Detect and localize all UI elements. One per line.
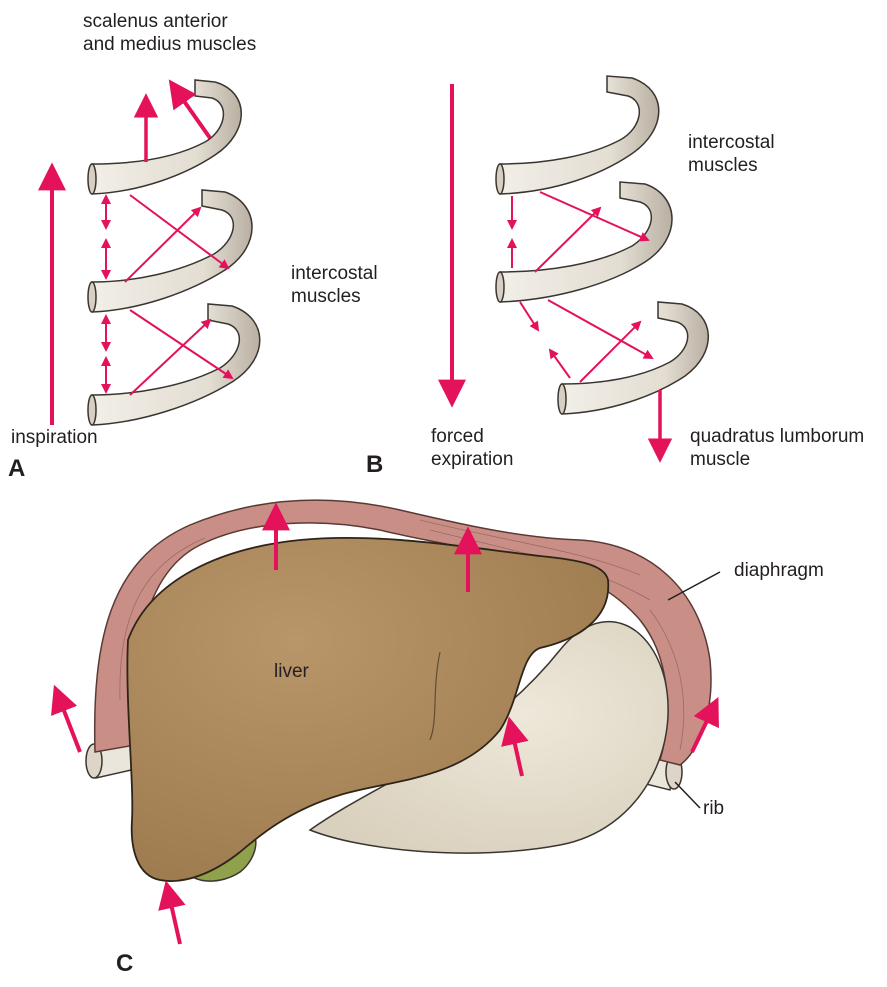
panel-a-letter: A	[8, 455, 25, 483]
panel-a-arrows	[52, 84, 232, 425]
rib-left-arrow	[56, 690, 80, 752]
rib-b-3	[562, 302, 708, 414]
panel-b-ribs	[500, 76, 708, 414]
quadratus-label: quadratus lumborum muscle	[690, 425, 864, 471]
panel-b-letter: B	[366, 451, 383, 479]
forced-line1: forced	[431, 425, 513, 448]
liver-bottom-arrow	[167, 886, 180, 944]
rib-b-2	[500, 182, 672, 302]
intercostal-a-line2: muscles	[291, 285, 378, 308]
quadratus-line2: muscle	[690, 448, 864, 471]
intercostal-a-label: intercostal muscles	[291, 262, 378, 308]
scalenus-label: scalenus anterior and medius muscles	[83, 10, 256, 56]
diaphragm-label: diaphragm	[734, 559, 824, 582]
scalenus-label-line1: scalenus anterior	[83, 10, 256, 33]
intercostal-b-label: intercostal muscles	[688, 131, 775, 177]
liver-label: liver	[274, 660, 309, 683]
intercostal-b-line1: intercostal	[688, 131, 775, 154]
panel-c	[56, 500, 720, 944]
panel-c-letter: C	[116, 950, 133, 978]
intercostal-a-line1: intercostal	[291, 262, 378, 285]
scalenus-label-line2: and medius muscles	[83, 33, 256, 56]
rib-label: rib	[703, 797, 724, 820]
intercostal-b-line2: muscles	[688, 154, 775, 177]
quadratus-line1: quadratus lumborum	[690, 425, 864, 448]
rib-b-1	[500, 76, 659, 194]
rib-a-2	[92, 190, 252, 312]
panel-a-ribs	[92, 80, 260, 425]
rib-a-3	[92, 304, 260, 425]
inspiration-label: inspiration	[11, 426, 98, 449]
rib-a-1	[92, 80, 241, 194]
forced-line2: expiration	[431, 448, 513, 471]
forced-expiration-label: forced expiration	[431, 425, 513, 471]
